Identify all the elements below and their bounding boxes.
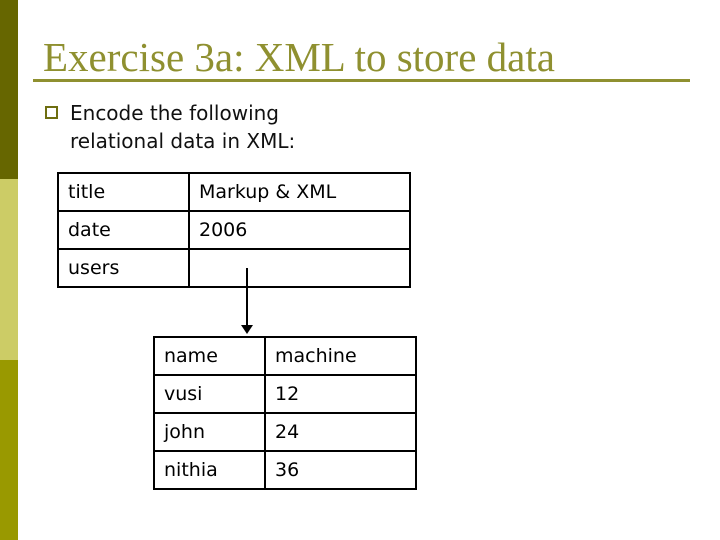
record-field-value: 2006: [188, 210, 411, 250]
record-field-name: date: [57, 210, 190, 250]
record-table-row: users: [57, 248, 411, 288]
sidebar-accent-bar: [0, 0, 18, 540]
sidebar-segment-light: [0, 179, 18, 360]
users-table-header-machine: machine: [264, 336, 417, 376]
record-table-row: title Markup & XML: [57, 172, 411, 212]
users-cell-machine: 24: [264, 412, 417, 452]
users-cell-machine: 36: [264, 450, 417, 490]
record-field-value: [188, 248, 411, 288]
users-cell-name: vusi: [153, 374, 266, 414]
record-field-value: Markup & XML: [188, 172, 411, 212]
record-field-name: title: [57, 172, 190, 212]
bullet-square-icon: [45, 106, 58, 119]
users-table-row: john 24: [153, 412, 417, 452]
connector-arrow-line: [246, 268, 248, 326]
users-table-row: nithia 36: [153, 450, 417, 490]
users-table-header-name: name: [153, 336, 266, 376]
users-cell-name: john: [153, 412, 266, 452]
record-field-name: users: [57, 248, 190, 288]
slide-title: Exercise 3a: XML to store data: [43, 34, 555, 80]
title-underline: [33, 79, 690, 82]
users-table-row: vusi 12: [153, 374, 417, 414]
bullet-text-line-1: Encode the following: [70, 101, 279, 125]
users-table-header-row: name machine: [153, 336, 417, 376]
sidebar-segment-medium: [0, 360, 18, 540]
record-table-row: date 2006: [57, 210, 411, 250]
users-cell-name: nithia: [153, 450, 266, 490]
bullet-text: Encode the following relational data in …: [70, 99, 295, 155]
record-table: title Markup & XML date 2006 users: [57, 172, 411, 288]
users-cell-machine: 12: [264, 374, 417, 414]
users-table: name machine vusi 12 john 24 nithia 36: [153, 336, 417, 490]
down-arrow-icon: [241, 325, 253, 334]
bullet-text-line-2: relational data in XML:: [70, 129, 296, 153]
sidebar-segment-dark: [0, 0, 18, 179]
